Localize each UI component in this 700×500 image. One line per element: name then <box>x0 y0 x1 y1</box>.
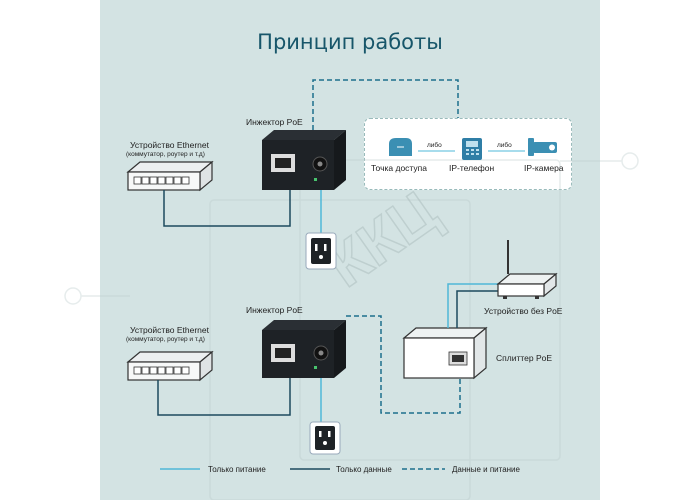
access-point-label: Точка доступа <box>371 163 427 173</box>
ethernet-device-label-top: Устройство Ethernet <box>130 140 209 150</box>
legend-both-label: Данные и питание <box>452 465 520 474</box>
data-line-splitter <box>456 290 501 328</box>
or-label-2: либо <box>497 142 512 149</box>
ethernet-device-label-bottom: Устройство Ethernet <box>130 325 209 335</box>
poe-injector-top <box>262 130 346 190</box>
both-line-top <box>312 79 459 130</box>
ethernet-device-sublabel-top: (коммутатор, роутер и т.д) <box>126 151 205 158</box>
or-label-1: либо <box>427 142 442 149</box>
non-poe-device-label: Устройство без PoE <box>484 306 563 316</box>
ethernet-device-sublabel-bottom: (коммутатор, роутер и т.д) <box>126 336 205 343</box>
ip-camera-label: IP-камера <box>524 163 564 173</box>
data-line-bottom <box>157 378 291 416</box>
data-line-top <box>163 190 291 227</box>
injector-label-top: Инжектор PoE <box>246 117 303 127</box>
diagram-title: Принцип работы <box>257 30 443 54</box>
non-poe-router <box>496 240 558 299</box>
power-outlet-top <box>305 232 337 270</box>
injector-label-bottom: Инжектор PoE <box>246 305 303 315</box>
ip-phone-label: IP-телефон <box>449 163 495 173</box>
splitter-label: Сплиттер PoE <box>496 353 553 363</box>
legend-data-label: Только данные <box>336 465 392 474</box>
poe-splitter <box>402 326 488 380</box>
power-outlet-bottom <box>309 421 341 455</box>
ethernet-switch-top <box>126 160 214 192</box>
ip-camera-icon <box>528 138 557 156</box>
ip-phone-icon <box>462 138 482 160</box>
legend-power-label: Только питание <box>208 465 266 474</box>
access-point-icon <box>389 138 412 156</box>
poe-injector-bottom <box>262 320 346 378</box>
power-line-splitter <box>447 283 501 328</box>
both-line-bottom <box>346 315 461 414</box>
ethernet-switch-bottom <box>126 350 214 382</box>
background-panel <box>100 0 600 500</box>
